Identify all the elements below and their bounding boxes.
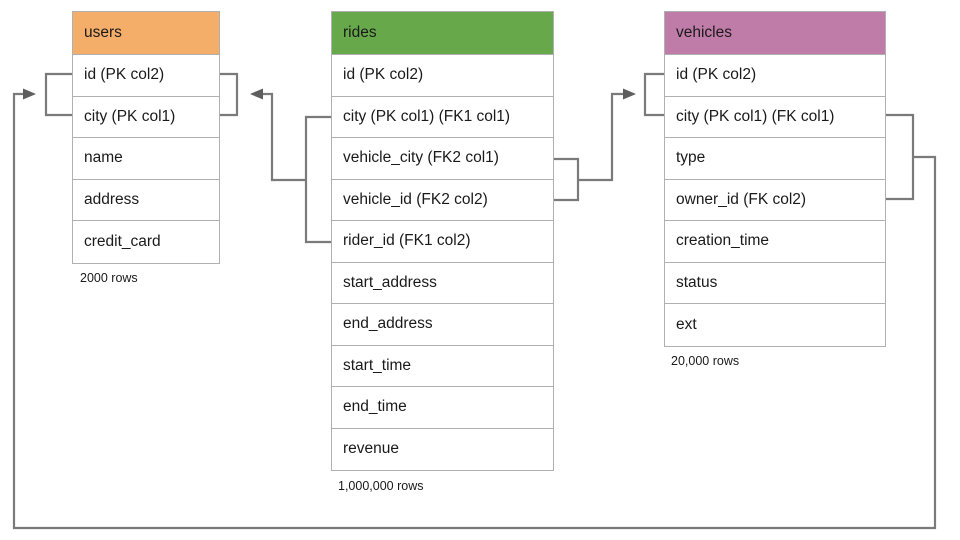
connector-rides-right-bracket [554,157,580,202]
field-vehicles-owner-id[interactable]: owner_id (FK col2) [665,179,885,221]
field-rides-end-address[interactable]: end_address [332,304,553,346]
field-label: end_address [343,315,433,333]
field-vehicles-creation-time[interactable]: creation_time [665,221,885,263]
field-label: vehicle_id (FK2 col2) [343,190,488,208]
field-label: revenue [343,440,400,458]
field-vehicles-city[interactable]: city (PK col1) (FK col1) [665,96,885,138]
connector-users-left-bracket [44,72,72,117]
entity-vehicles-title: vehicles [676,24,732,41]
arrowhead-vehicles-to-users [23,88,36,100]
entity-users-title: users [84,24,122,41]
field-label: rider_id (FK1 col2) [343,232,471,250]
entity-vehicles[interactable]: vehicles id (PK col2) city (PK col1) (FK… [664,11,886,347]
entity-rides-header[interactable]: rides [332,12,553,55]
field-label: credit_card [84,232,161,250]
field-label: id (PK col2) [343,66,424,84]
field-users-address[interactable]: address [73,179,219,221]
row-count-vehicles: 20,000 rows [671,354,740,368]
field-vehicles-id[interactable]: id (PK col2) [665,55,885,97]
entity-users[interactable]: users id (PK col2) city (PK col1) name a… [72,11,220,264]
field-label: end_time [343,398,407,416]
connector-rides-to-users-line [256,92,306,182]
connector-vehicles-right-bracket [886,113,915,201]
connector-rides-left-bracket [304,115,331,244]
field-rides-vehicle-city[interactable]: vehicle_city (FK2 col1) [332,138,553,180]
field-label: ext [676,315,697,333]
entity-rides-title: rides [343,24,377,41]
field-label: address [84,190,140,208]
field-rides-revenue[interactable]: revenue [332,428,553,470]
field-rides-city[interactable]: city (PK col1) (FK1 col1) [332,96,553,138]
field-label: status [676,273,718,291]
connector-rides-to-vehicles-line [578,92,630,182]
field-vehicles-type[interactable]: type [665,138,885,180]
field-label: type [676,149,706,167]
field-label: city (PK col1) [84,107,176,125]
field-users-city[interactable]: city (PK col1) [73,96,219,138]
connector-users-right-bracket [220,72,239,117]
field-users-credit-card[interactable]: credit_card [73,221,219,263]
field-vehicles-status[interactable]: status [665,262,885,304]
field-rides-id[interactable]: id (PK col2) [332,55,553,97]
entity-rides[interactable]: rides id (PK col2) city (PK col1) (FK1 c… [331,11,554,471]
field-label: start_address [343,273,437,291]
field-rides-end-time[interactable]: end_time [332,387,553,429]
entity-vehicles-header[interactable]: vehicles [665,12,885,55]
field-label: id (PK col2) [676,66,757,84]
field-vehicles-ext[interactable]: ext [665,304,885,346]
field-users-id[interactable]: id (PK col2) [73,55,219,97]
field-label: start_time [343,356,412,374]
field-rides-start-address[interactable]: start_address [332,262,553,304]
entity-users-header[interactable]: users [73,12,219,55]
field-rides-rider-id[interactable]: rider_id (FK1 col2) [332,221,553,263]
field-label: creation_time [676,232,770,250]
field-users-name[interactable]: name [73,138,219,180]
row-count-users: 2000 rows [80,271,138,285]
field-label: city (PK col1) (FK1 col1) [343,107,511,125]
field-label: id (PK col2) [84,66,165,84]
field-label: city (PK col1) (FK col1) [676,107,835,125]
field-rides-vehicle-id[interactable]: vehicle_id (FK2 col2) [332,179,553,221]
field-label: vehicle_city (FK2 col1) [343,149,499,167]
arrowhead-rides-to-users [250,88,263,100]
arrowhead-rides-to-vehicles [623,88,636,100]
field-label: owner_id (FK col2) [676,190,807,208]
connector-vehicles-left-bracket [643,72,664,117]
field-label: name [84,149,123,167]
row-count-rides: 1,000,000 rows [338,479,424,493]
field-rides-start-time[interactable]: start_time [332,345,553,387]
